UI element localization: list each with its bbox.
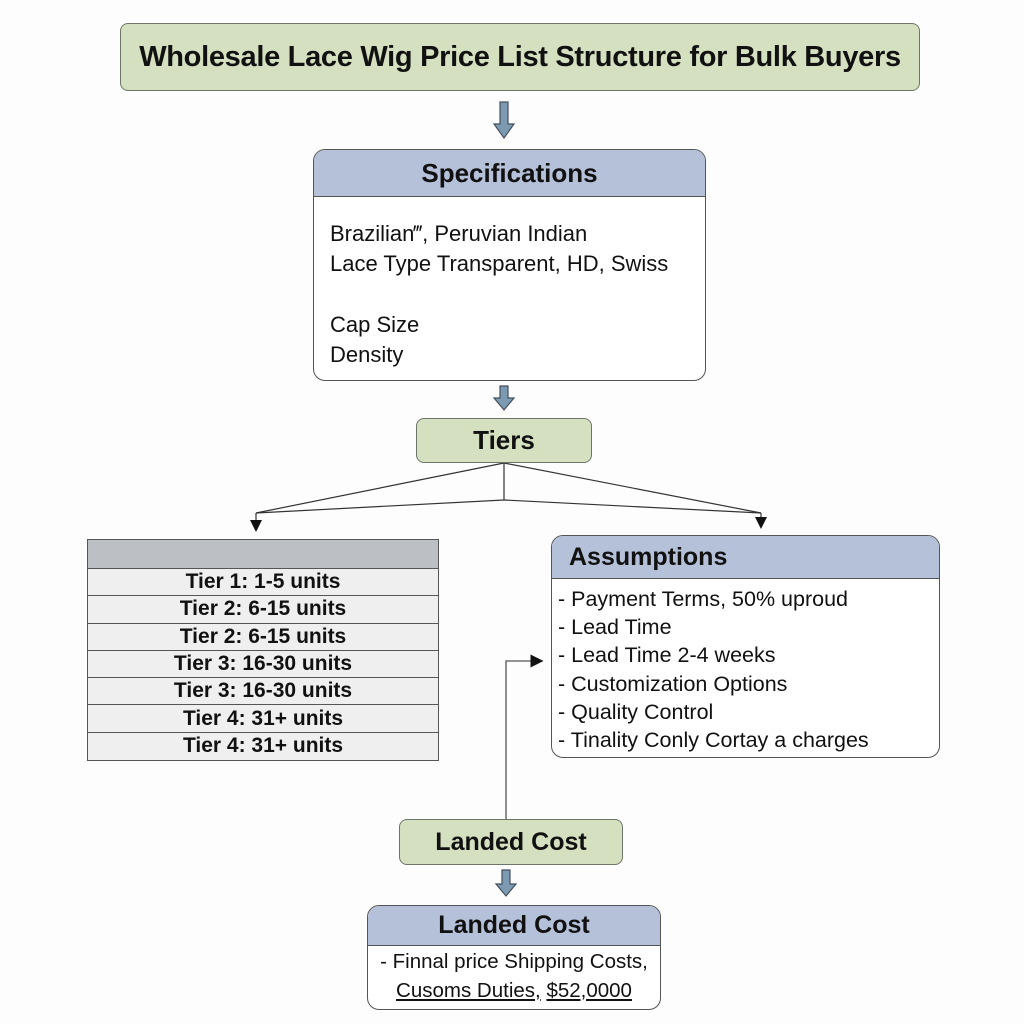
tiers-fan-connector xyxy=(250,462,767,532)
landed-cost-node: Landed Cost xyxy=(399,819,623,865)
landed-to-assumptions-connector xyxy=(505,654,544,819)
landed-cost-card: Landed Cost - Finnal price Shipping Cost… xyxy=(367,905,661,1010)
tier-row: Tier 3: 16-30 units xyxy=(88,651,438,679)
specifications-card: Specifications Brazilian‴, Peruvian Indi… xyxy=(313,149,706,381)
block-arrow-title-to-spec xyxy=(492,101,516,140)
tiers-node: Tiers xyxy=(416,418,592,463)
assumption-item: - Payment Terms, 50% uproud xyxy=(558,587,848,611)
assumptions-list: - Payment Terms, 50% uproud - Lead Time … xyxy=(552,579,939,754)
specifications-heading: Specifications xyxy=(314,150,705,197)
landed-cost-heading: Landed Cost xyxy=(368,906,660,946)
tier-row: Tier 2: 6-15 units xyxy=(88,624,438,651)
assumption-item: - Tinality Conly Cortay a charges xyxy=(558,728,869,753)
tier-row: Tier 1: 1-5 units xyxy=(88,569,438,597)
landed-cost-line-1: - Finnal price Shipping Costs, xyxy=(380,950,648,973)
specifications-body: Brazilian‴, Peruvian Indian Lace Type Tr… xyxy=(314,197,705,370)
assumption-item: - Quality Control xyxy=(558,699,714,724)
assumption-item: - Lead Time 2-4 weeks xyxy=(558,643,776,668)
block-arrow-landed-to-card xyxy=(494,869,518,897)
tier-table: Tier 1: 1-5 units Tier 2: 6-15 units Tie… xyxy=(87,539,439,762)
spec-line-origin: Brazilian‴, Peruvian Indian xyxy=(330,221,588,246)
tier-table-header xyxy=(88,540,438,569)
tier-row: Tier 3: 16-30 units xyxy=(88,678,438,706)
tier-row: Tier 2: 6-15 units xyxy=(88,596,438,624)
assumption-item: - Customization Options xyxy=(558,671,788,696)
diagram-title: Wholesale Lace Wig Price List Structure … xyxy=(120,23,920,91)
spec-line-density: Density xyxy=(330,342,404,367)
spec-line-cap-size: Cap Size xyxy=(330,312,420,337)
landed-cost-amount: $52,0000 xyxy=(546,979,632,1002)
spec-line-lace-type: Lace Type Transparent, HD, Swiss xyxy=(330,251,669,276)
customs-duties-text: Cusoms Duties, xyxy=(396,979,541,1002)
landed-cost-line-2: Cusoms Duties, $52,0000 xyxy=(368,976,660,1005)
landed-cost-body: - Finnal price Shipping Costs, Cusoms Du… xyxy=(368,946,660,1005)
tier-row: Tier 4: 31+ units xyxy=(182,734,344,758)
assumption-item: - Lead Time xyxy=(558,615,672,640)
tier-row: Tier 4: 31+ units xyxy=(88,705,438,733)
assumptions-card: Assumptions - Payment Terms, 50% uproud … xyxy=(551,535,940,758)
assumptions-heading: Assumptions xyxy=(552,536,939,579)
block-arrow-spec-to-tiers xyxy=(492,385,516,411)
